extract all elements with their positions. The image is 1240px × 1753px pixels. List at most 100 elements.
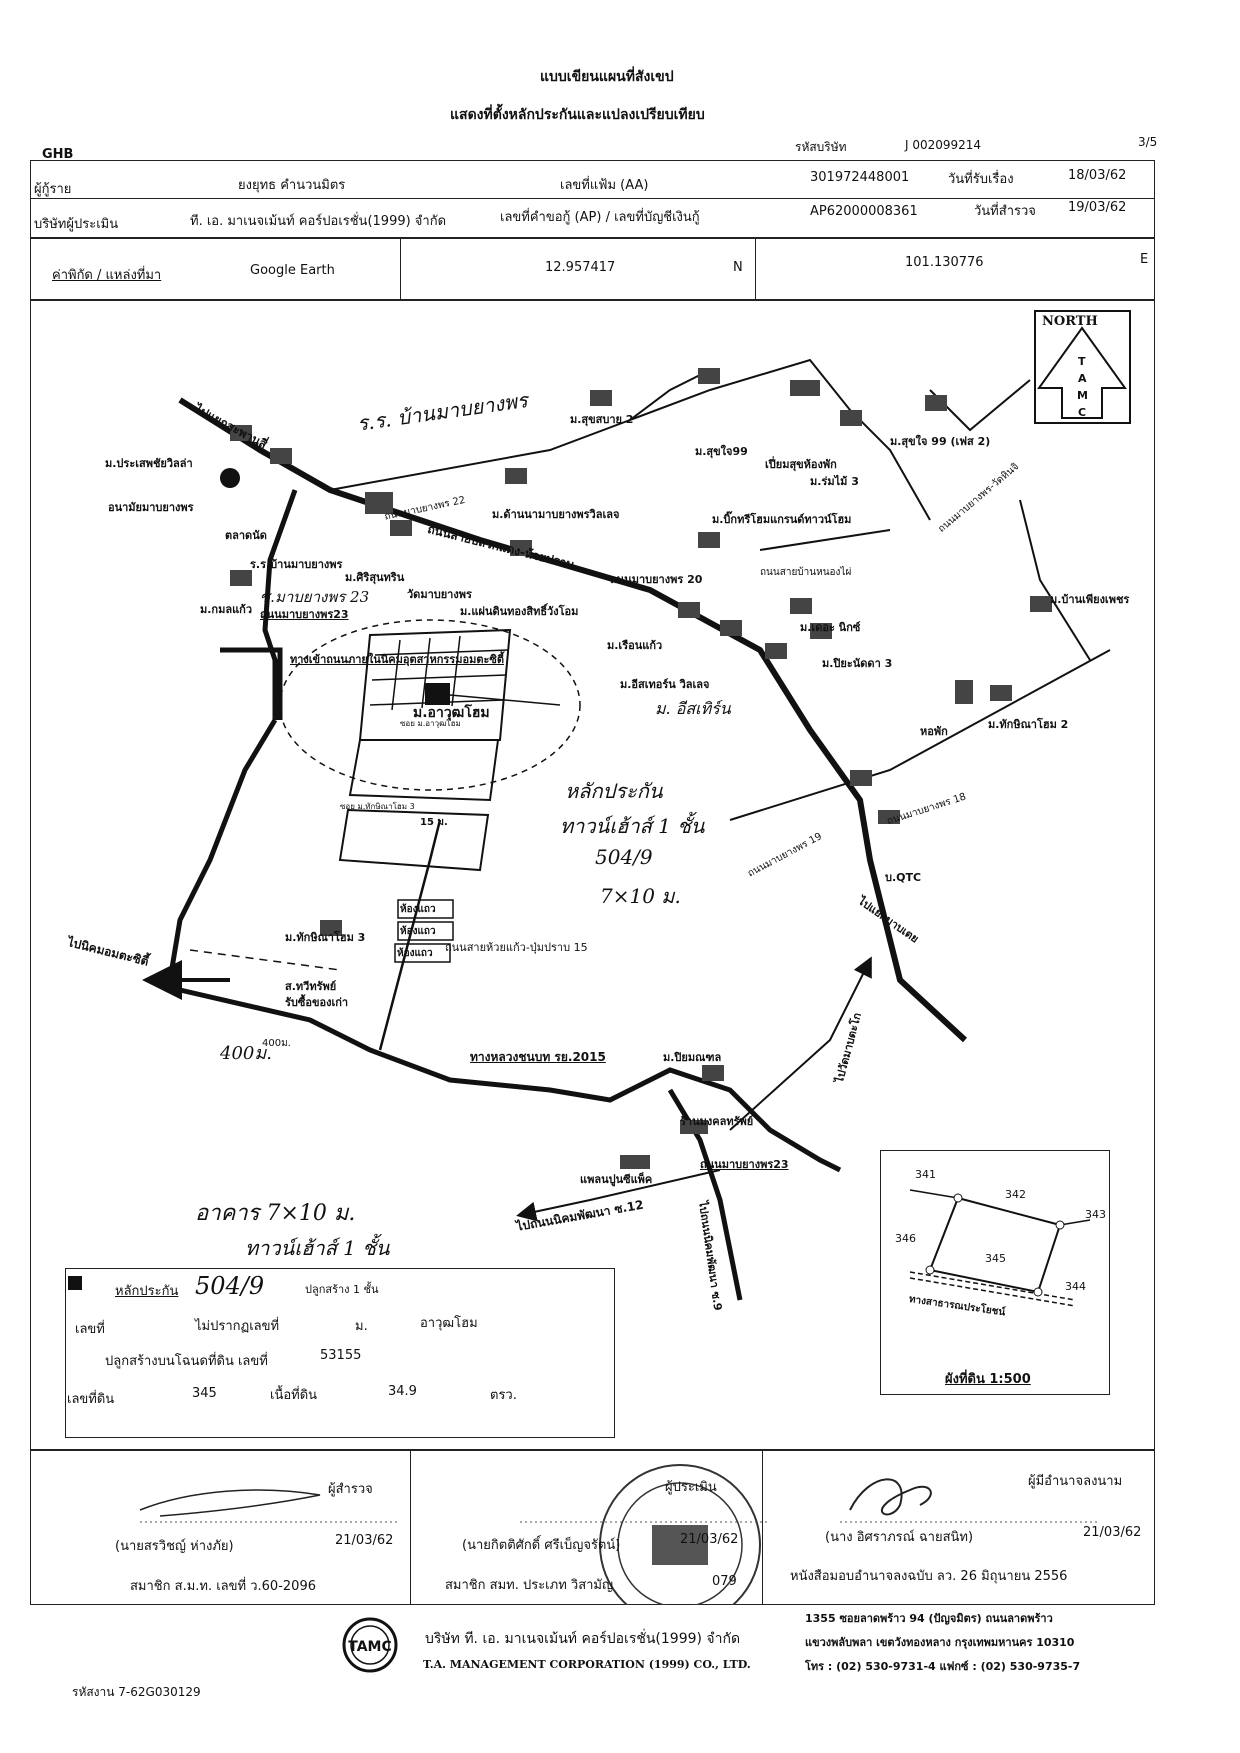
parcel-341: 341	[915, 1168, 936, 1181]
label-romrai3: ม.ร่มไม้ 3	[810, 475, 859, 488]
collateral-type: ปลูกสร้าง 1 ชั้น	[305, 1283, 379, 1296]
label-piyanat3: ม.ปิยะนัดดา 3	[822, 657, 893, 670]
file-number: 301972448001	[810, 170, 910, 185]
info-divider	[30, 198, 1155, 199]
tamc-letter-m: M	[1077, 389, 1088, 402]
collateral-number: 504/9	[195, 1272, 265, 1300]
appraiser-date: 21/03/62	[680, 1532, 739, 1547]
label-siri: ม.ศิริสุนทริน	[345, 571, 405, 584]
latitude: 12.957417	[545, 260, 616, 275]
surveyor-date: 21/03/62	[335, 1533, 394, 1548]
label-ban-mabyangphon: ม.ด้านนามาบยางพรวิลเลจ	[492, 508, 620, 521]
label-soi-aravut: ซอย ม.อาวุฒโฮม	[400, 719, 461, 728]
tamc-letter-c: C	[1078, 406, 1087, 419]
road-23	[262, 489, 298, 720]
page-title: แบบเขียนแผนที่สังเขป	[540, 69, 674, 85]
label-piyamon: ม.ปิยมณฑล	[663, 1051, 722, 1064]
tamc-logo-icon: TAMC	[342, 1617, 398, 1673]
borrower-name: ยงยุทธ คำนวนมิตร	[238, 178, 346, 193]
appraiser-company: ที. เอ. มาเนจเม้นท์ คอร์ปอเรชั่น(1999) จ…	[190, 214, 447, 229]
village-name: อาวุฒโฮม	[420, 1316, 478, 1331]
label-dorm: เปี่ยมสุขห้องพัก	[765, 458, 837, 471]
road-18-19	[729, 649, 1111, 821]
plot-title: ผังที่ดิน 1:500	[945, 1372, 1031, 1387]
coord-divider-1	[400, 238, 401, 300]
label-maenthong: ม.แผ่นดินทองสิทธิ์วังโอม	[460, 605, 579, 618]
latitude-dir: N	[733, 260, 743, 275]
appraiser-label: บริษัทผู้ประเมิน	[34, 217, 119, 232]
authorized-name: (นาง อิศราภรณ์ ฉายสนิท)	[825, 1530, 974, 1545]
plot-plan-box	[880, 1150, 1110, 1395]
road-22	[329, 358, 931, 521]
land-no-label: เลขที่ดิน	[67, 1392, 115, 1407]
authorized-role: ผู้มีอำนาจลงนาม	[1028, 1474, 1123, 1489]
footer-phone: โทร : (02) 530-9731-4 แฟกซ์ : (02) 530-9…	[805, 1660, 1081, 1673]
plot-plan-drawing	[909, 1189, 1091, 1307]
authorized-date: 21/03/62	[1083, 1525, 1142, 1540]
parcel-344: 344	[1065, 1280, 1086, 1293]
longitude-dir: E	[1140, 252, 1149, 267]
hand-collateral: หลักประกัน	[565, 779, 663, 803]
parcel-343: 343	[1085, 1208, 1106, 1221]
label-prasert: ม.ประเสพชัยวิลล่า	[105, 457, 193, 470]
request-number: AP62000008361	[810, 204, 918, 219]
signature-divider-1	[410, 1450, 411, 1605]
deed-label: ปลูกสร้างบนโฉนดที่ดิน เลขที่	[105, 1354, 268, 1369]
collateral-label: หลักประกัน	[115, 1284, 179, 1299]
map-drawing	[142, 310, 1131, 1301]
label-sukjai99-phase2: ม.สุขใจ 99 (เฟส 2)	[890, 435, 991, 448]
label-dist-400: 400ม.	[262, 1038, 291, 1049]
page-subtitle: แสดงที่ตั้งหลักประกันและแปลงเปรียบเทียบ	[450, 107, 705, 123]
appraiser-member-no: 079	[712, 1574, 737, 1589]
road-suksabai	[629, 369, 711, 421]
company-code-label: รหัสบริษัท	[795, 140, 847, 154]
hand-building: อาคาร 7×10 ม.	[195, 1201, 356, 1226]
footer-address-1: 1355 ซอยลาดพร้าว 94 (ปัญจมิตร) ถนนลาดพร้…	[805, 1612, 1053, 1625]
arrow-to-wat-icon	[729, 956, 872, 1131]
map-frame	[30, 300, 1155, 1450]
collateral-subdivision	[279, 619, 581, 872]
label-sukjai99: ม.สุขใจ99	[695, 445, 748, 458]
survey-date: 19/03/62	[1068, 200, 1127, 215]
parcel-345: 345	[985, 1252, 1006, 1265]
north-arrow-icon	[1034, 310, 1131, 424]
surveyor-member: สมาชิก ส.ม.ท. เลขที่ ว.60-2096	[130, 1579, 316, 1594]
road-nikhom-9	[667, 1088, 743, 1301]
label-road-23b: ถนนมาบยางพร23	[700, 1158, 789, 1171]
local-road	[759, 529, 891, 551]
label-mongkol: ร้านมงคลทรัพย์	[680, 1115, 754, 1128]
received-date: 18/03/62	[1068, 168, 1127, 183]
company-code: J 002099214	[905, 138, 982, 152]
label-dist-15: 15 ม.	[420, 817, 448, 828]
appraiser-role: ผู้ประเมิน	[665, 1480, 717, 1495]
label-local-road: ถนนสายบ้านหนองไผ่	[760, 567, 852, 578]
hway-road	[378, 819, 442, 1051]
label-shop: ส.ทวีทรัพย์	[285, 980, 337, 993]
road-east	[1019, 499, 1091, 661]
land-no-value: 345	[192, 1386, 217, 1401]
hospital-icon	[220, 468, 240, 488]
label-market: ตลาดนัด	[225, 529, 267, 542]
no-label: เลขที่	[75, 1322, 105, 1337]
label-row-house-3: ห้องแถว	[397, 948, 433, 959]
area-label: เนื้อที่ดิน	[270, 1388, 318, 1403]
appraiser-member: สมาชิก สมท. ประเภท วิสามัญ	[445, 1578, 614, 1593]
row-houses	[394, 899, 454, 963]
hand-type: ทาวน์เฮ้าส์ 1 ชั้น	[560, 814, 705, 838]
borrower-label: ผู้กู้ราย	[34, 182, 72, 197]
label-row-house-2: ห้องแถว	[400, 926, 436, 937]
signature-divider-2	[762, 1450, 763, 1605]
collateral-box	[65, 1268, 615, 1438]
parcel-346: 346	[895, 1232, 916, 1245]
hand-size: 7×10 ม.	[600, 884, 681, 908]
authorized-note: หนังสือมอบอำนาจลงฉบับ ลว. 26 มิถุนายน 25…	[790, 1569, 1068, 1584]
footer-company-en: T.A. MANAGEMENT CORPORATION (1999) CO., …	[423, 1658, 751, 1671]
area-unit: ตรว.	[490, 1388, 517, 1403]
coordinates-source: Google Earth	[250, 263, 335, 278]
label-deonix: ม.เดอะ นิกซ์	[800, 621, 861, 634]
label-road-20: ถนนมาบยางพร 20	[610, 573, 703, 586]
rural-road	[179, 987, 842, 1173]
area-value: 34.9	[388, 1384, 417, 1399]
survey-label: วันที่สำรวจ	[974, 204, 1036, 219]
label-suksabai2: ม.สุขสบาย 2	[570, 413, 634, 426]
